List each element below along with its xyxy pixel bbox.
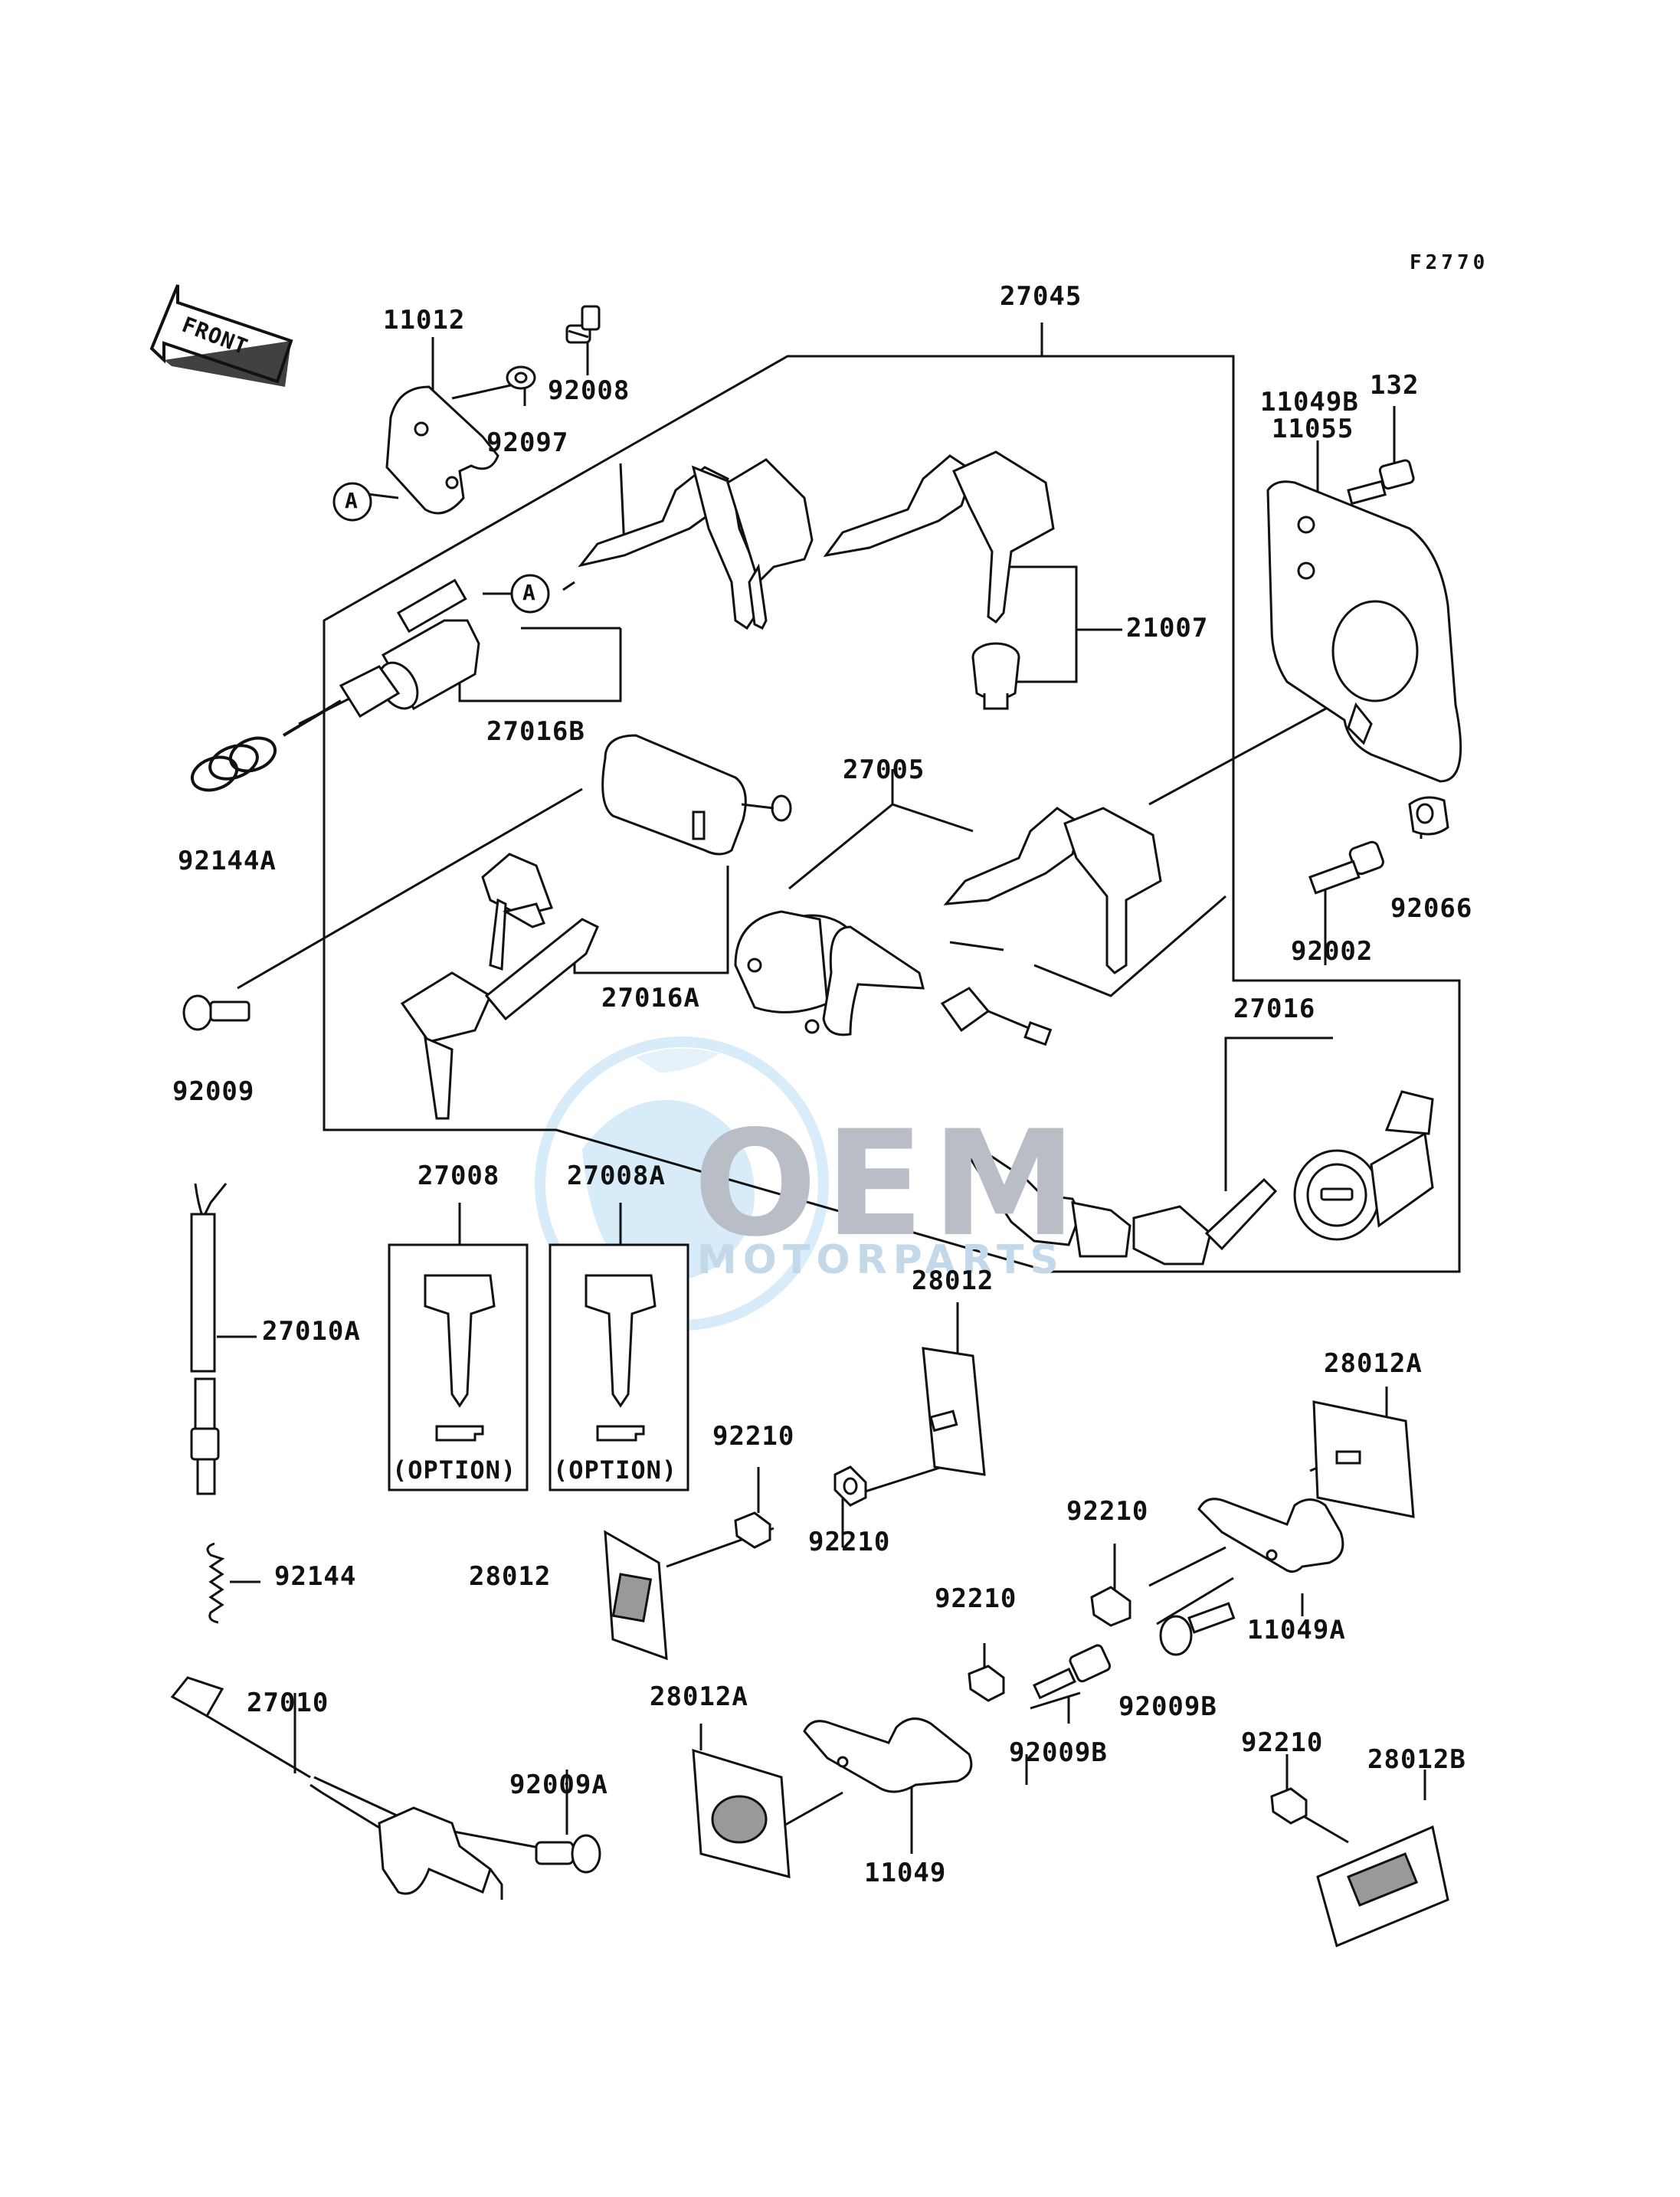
option-box-27008 xyxy=(388,1243,529,1491)
spring-92144A xyxy=(190,699,342,792)
keys-27016 xyxy=(967,1148,1278,1265)
part-label-92009B-b: 92009B xyxy=(1009,1737,1108,1768)
part-label-92002: 92002 xyxy=(1291,936,1374,967)
part-label-92009B-a: 92009B xyxy=(1118,1691,1217,1722)
part-label-11049A: 11049A xyxy=(1247,1615,1346,1645)
part-label-27008A: 27008A xyxy=(567,1161,666,1191)
part-label-11055: 11055 xyxy=(1272,414,1354,444)
part-label-27010A: 27010A xyxy=(262,1316,361,1347)
bracket-28012-top xyxy=(922,1347,986,1476)
keys-27016B xyxy=(578,458,814,630)
nut-92210-d xyxy=(968,1665,1005,1702)
nut-92210-e xyxy=(1270,1787,1308,1825)
option-text-27008A: (OPTION) xyxy=(553,1455,678,1485)
part-label-27045: 27045 xyxy=(1000,281,1082,312)
callout-a-2-letter: A xyxy=(522,580,536,605)
front-arrow-icon xyxy=(149,284,293,387)
cylinder-27016B xyxy=(339,578,480,719)
diagram-code: F2770 xyxy=(1410,251,1489,274)
callout-a-1-letter: A xyxy=(345,488,359,513)
switch-27010 xyxy=(170,1676,503,1900)
part-label-92144A: 92144A xyxy=(178,846,277,876)
screw-92009A xyxy=(535,1834,601,1874)
part-label-28012B: 28012B xyxy=(1367,1744,1466,1775)
part-label-11049: 11049 xyxy=(864,1858,947,1888)
leader-lines xyxy=(217,318,1426,1854)
keys-27005 xyxy=(943,807,1162,974)
bolt-92008 xyxy=(565,305,601,344)
watermark-sub: MOTORPARTS xyxy=(697,1237,1065,1283)
part-label-132: 132 xyxy=(1370,370,1420,401)
part-label-27008: 27008 xyxy=(418,1161,500,1191)
part-label-27016B: 27016B xyxy=(486,716,585,747)
part-label-92009A: 92009A xyxy=(509,1770,608,1800)
screw-92002 xyxy=(1308,840,1384,895)
washer-92097 xyxy=(506,365,536,390)
plate-11049B xyxy=(1266,480,1462,783)
bracket-11049 xyxy=(803,1717,973,1793)
plate-11012 xyxy=(385,385,499,515)
part-label-92009: 92009 xyxy=(172,1076,255,1107)
spring-92144 xyxy=(206,1542,225,1624)
part-label-92097: 92097 xyxy=(486,427,569,458)
nut-92210-b xyxy=(734,1511,771,1549)
screw-92009 xyxy=(182,994,251,1031)
part-label-92210-d: 92210 xyxy=(935,1583,1017,1614)
part-label-27016A: 27016A xyxy=(601,983,700,1013)
lock-27016 xyxy=(1293,1090,1434,1241)
screw-92009B-b xyxy=(1033,1644,1112,1700)
part-label-27010: 27010 xyxy=(247,1688,329,1718)
part-label-28012-left: 28012 xyxy=(469,1561,552,1592)
part-label-92144: 92144 xyxy=(274,1561,357,1592)
part-label-92008: 92008 xyxy=(548,375,630,406)
part-label-92210-e: 92210 xyxy=(1241,1727,1324,1758)
cover-27016A xyxy=(601,734,792,856)
part-label-11012: 11012 xyxy=(383,305,466,336)
part-label-28012A-right: 28012A xyxy=(1324,1348,1423,1379)
switch-27010A xyxy=(190,1183,228,1495)
part-label-21007: 21007 xyxy=(1126,613,1209,643)
watermark-brand: OEM xyxy=(693,1099,1085,1269)
keycap-21007 xyxy=(971,642,1020,710)
option-box-27008A xyxy=(549,1243,689,1491)
nut-92066 xyxy=(1408,796,1449,836)
part-label-11049B: 11049B xyxy=(1260,387,1359,417)
reflector-28012B xyxy=(1316,1825,1449,1948)
nut-92210-c xyxy=(1090,1586,1131,1627)
keys-27016A xyxy=(400,853,599,1120)
part-label-92066: 92066 xyxy=(1390,893,1473,924)
reflector-28012A-left xyxy=(692,1748,791,1878)
screw-92009B-a xyxy=(1159,1602,1236,1656)
part-label-92210-c: 92210 xyxy=(1066,1496,1149,1527)
bracket-11049A xyxy=(1197,1498,1344,1573)
part-label-28012-top: 28012 xyxy=(912,1265,994,1296)
nut-92210-a xyxy=(833,1465,867,1507)
part-label-27016: 27016 xyxy=(1233,994,1316,1024)
part-label-92210-b: 92210 xyxy=(808,1527,891,1557)
option-text-27008: (OPTION) xyxy=(392,1455,517,1485)
callout-a-2 xyxy=(510,574,550,614)
callout-a-1 xyxy=(332,482,372,522)
ignition-switch-27005 xyxy=(734,910,1053,1046)
part-label-92210-a: 92210 xyxy=(712,1421,795,1452)
keys-21007 xyxy=(823,450,1055,624)
reflector-28012-left xyxy=(604,1530,668,1661)
part-label-27005: 27005 xyxy=(843,755,925,785)
part-label-28012A-left: 28012A xyxy=(650,1681,748,1712)
reflector-28012A-right xyxy=(1312,1400,1415,1518)
bolt-132 xyxy=(1347,459,1415,506)
assembly-27045-outline xyxy=(323,323,1461,1273)
